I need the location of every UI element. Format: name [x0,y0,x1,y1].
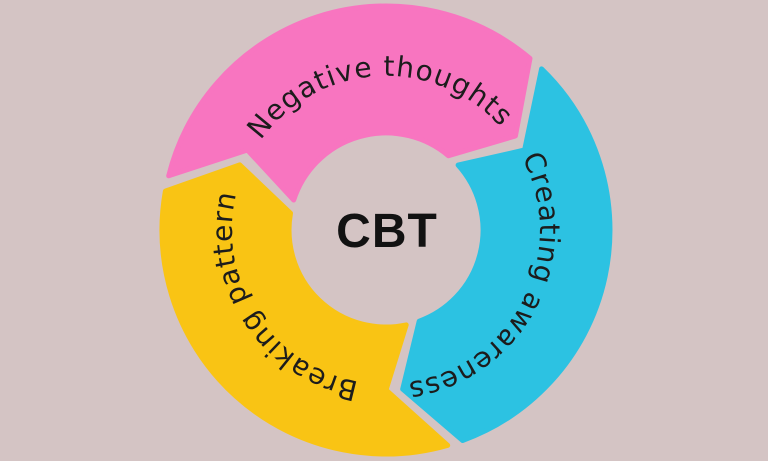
segment-breaking-pattern [159,162,451,457]
segment-negative-thoughts [166,3,533,203]
wheel-segments [159,3,613,457]
segment-creating-awareness [400,66,613,443]
center-label: CBT [336,205,438,258]
